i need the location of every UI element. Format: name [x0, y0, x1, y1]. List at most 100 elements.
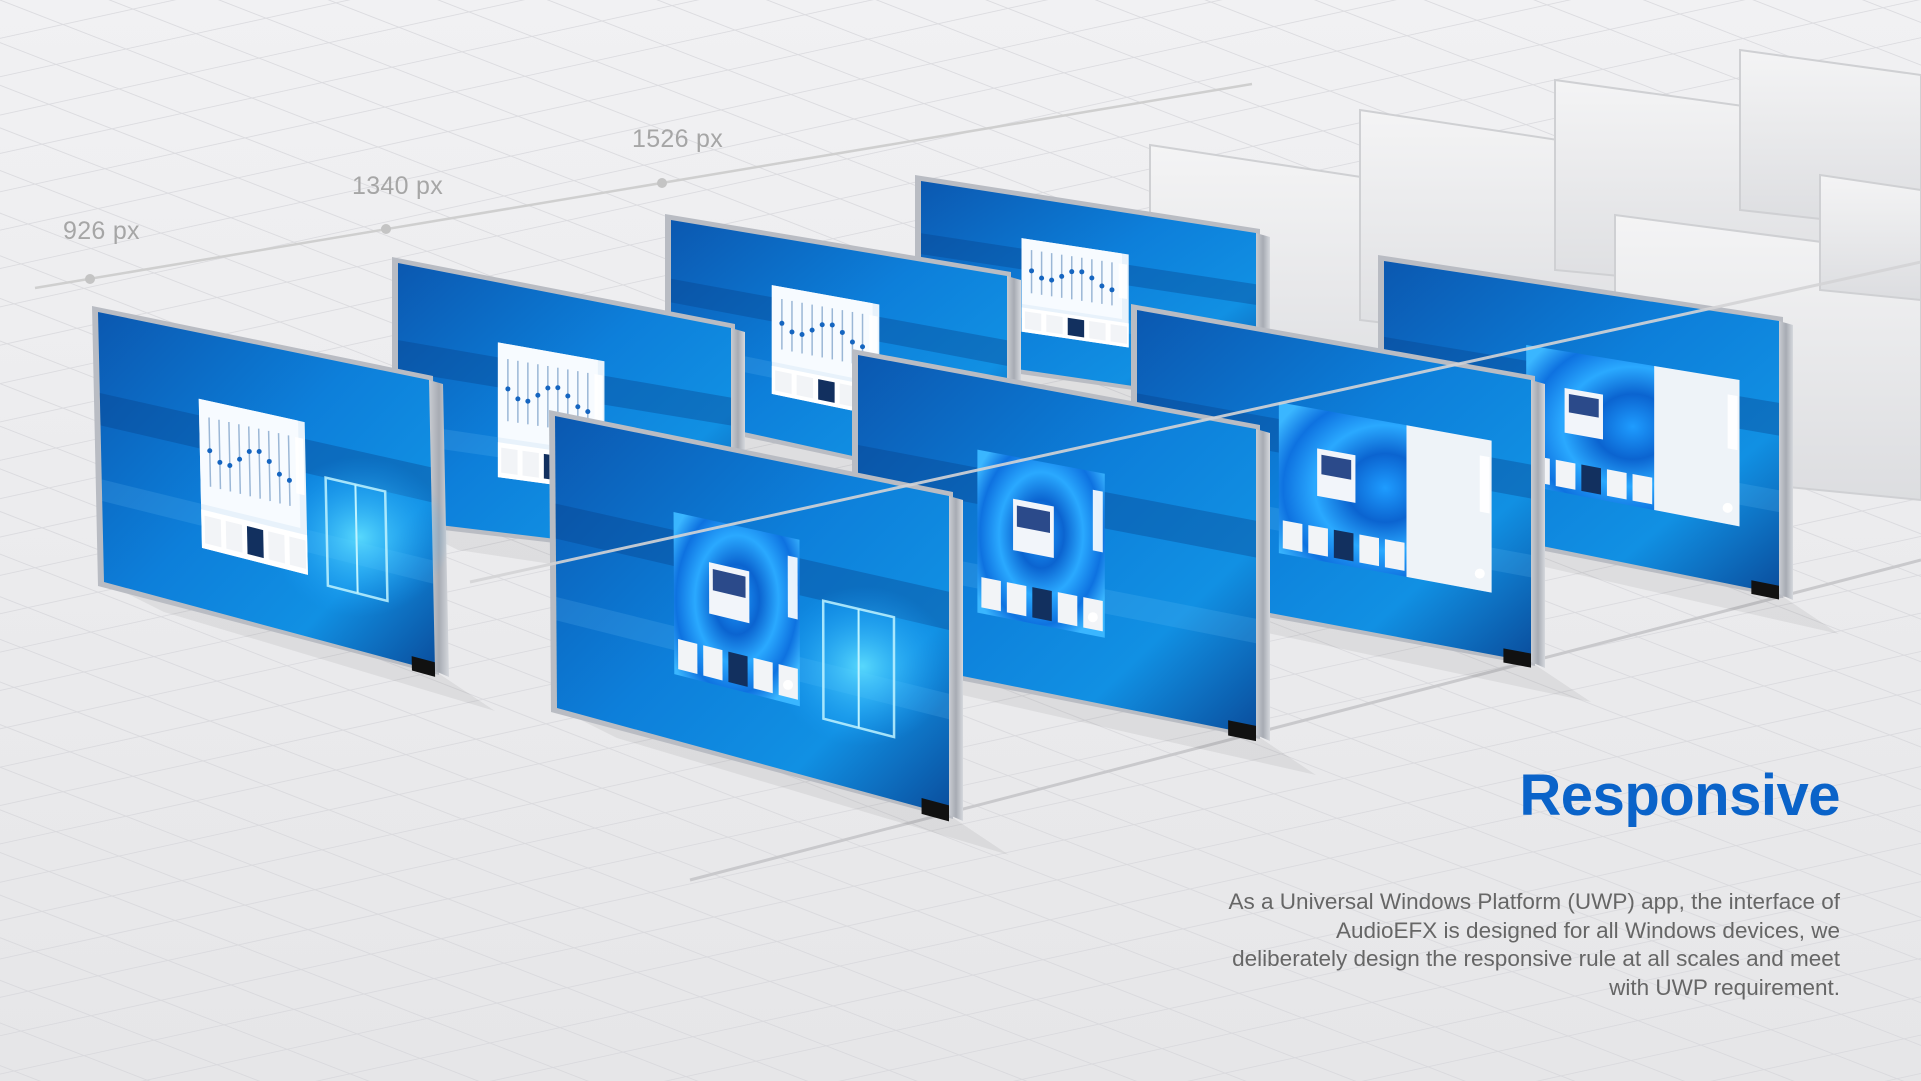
eq-slider-knob — [505, 386, 511, 392]
windows-logo-icon — [354, 484, 359, 594]
screen-edge — [1256, 429, 1270, 741]
app-toolbar-button — [1333, 529, 1354, 562]
eq-slider — [228, 421, 232, 492]
eq-slider-knob — [779, 320, 785, 326]
app-toolbar-button — [1067, 317, 1085, 338]
eq-slider-knob — [276, 471, 282, 477]
app-toolbar-button — [1308, 525, 1328, 557]
eq-slider-knob — [839, 329, 845, 335]
lenovo-logo — [1118, 263, 1128, 300]
lenovo-logo — [295, 436, 305, 496]
laptop-screen-icon — [1568, 394, 1599, 418]
app-toolbar-button — [796, 374, 814, 399]
screen-foot — [1751, 580, 1779, 600]
eq-slider-knob — [227, 462, 233, 468]
screen-edge — [1779, 321, 1793, 600]
lenovo-logo — [1727, 394, 1738, 451]
laptop-screen-icon — [1321, 454, 1352, 480]
floor-divider-line — [689, 558, 1921, 882]
screen-foot — [921, 797, 949, 822]
eq-slider-knob — [829, 322, 835, 328]
scale-marker-926 — [85, 274, 95, 284]
screen-shadow — [104, 582, 495, 711]
app-toolbar-button — [678, 639, 698, 675]
scale-axis-line — [34, 82, 1253, 290]
eq-slider-knob — [1059, 273, 1065, 279]
device-info-panel — [1654, 366, 1740, 527]
eq-slider-knob — [545, 385, 551, 391]
laptop-screen-icon — [712, 569, 746, 598]
app-toolbar-button — [1046, 314, 1063, 335]
eq-slider-knob — [819, 322, 825, 328]
app-toolbar-button — [289, 536, 307, 569]
eq-slider-knob — [525, 398, 531, 404]
power-icon — [1474, 568, 1485, 579]
heading-responsive: Responsive — [1519, 763, 1840, 828]
eq-slider — [267, 430, 271, 502]
screen-shadow — [557, 708, 1009, 855]
perspective-guide-line — [469, 260, 1921, 584]
app-toolbar-button — [225, 520, 243, 553]
app-toolbar-button — [1110, 324, 1128, 344]
app-toolbar-button — [1006, 582, 1027, 617]
scale-label-1340: 1340 px — [352, 172, 444, 200]
power-icon — [1087, 612, 1098, 623]
eq-slider-knob — [789, 329, 795, 335]
screen-foot — [1228, 720, 1256, 742]
eq-slider-knob — [266, 458, 272, 464]
app-toolbar-button — [268, 531, 285, 564]
eq-slider-knob — [286, 477, 292, 483]
description-text: As a Universal Windows Platform (UWP) ap… — [1228, 889, 1840, 1000]
eq-slider — [248, 426, 251, 497]
scale-marker-1340 — [381, 224, 391, 234]
eq-slider-knob — [809, 327, 815, 333]
screen-edge — [949, 496, 963, 821]
eq-slider-knob — [1079, 269, 1085, 275]
lenovo-logo — [1479, 455, 1490, 514]
eq-slider-knob — [555, 385, 561, 391]
eq-slider — [277, 433, 281, 504]
screen-926-left — [92, 306, 495, 711]
eq-slider — [218, 419, 222, 490]
eq-slider-knob — [1069, 269, 1075, 275]
windows-glow — [772, 586, 953, 747]
scale-marker-1526 — [657, 178, 667, 188]
scale-axis — [34, 82, 1253, 290]
eq-slider-knob — [575, 404, 581, 410]
app-toolbar-button — [1057, 592, 1078, 627]
windows-logo-icon — [324, 476, 389, 603]
app-toolbar-button — [1089, 320, 1106, 341]
eq-slider-knob — [237, 456, 243, 462]
scale-label-926: 926 px — [63, 217, 140, 245]
eq-slider-knob — [1049, 277, 1055, 283]
eq-slider-knob — [565, 393, 571, 399]
eq-slider-knob — [849, 339, 855, 345]
eq-slider-knob — [515, 396, 521, 402]
eq-slider-knob — [256, 449, 262, 455]
app-toolbar-button — [1282, 520, 1303, 552]
eq-slider-knob — [1099, 283, 1105, 289]
eq-slider-knob — [1039, 275, 1045, 281]
app-toolbar-button — [1359, 534, 1379, 567]
screen-shadow — [858, 655, 1316, 775]
device-info-panel — [1406, 425, 1492, 593]
app-toolbar-button — [1581, 464, 1602, 495]
app-toolbar-button — [753, 657, 773, 694]
app-toolbar-button — [728, 651, 748, 687]
windows-glow — [269, 456, 450, 617]
scale-label-1526: 1526 px — [632, 125, 724, 153]
app-toolbar-button — [981, 577, 1001, 612]
app-toolbar-button — [1632, 474, 1653, 505]
app-toolbar-button — [246, 526, 264, 559]
eq-slider-knob — [535, 392, 541, 398]
app-toolbar-button — [703, 645, 723, 681]
lenovo-logo — [869, 315, 878, 358]
app-toolbar-button — [522, 450, 539, 478]
eq-slider-knob — [217, 459, 223, 465]
power-icon — [1722, 502, 1733, 513]
eq-slider — [287, 435, 291, 506]
eq-slider-knob — [1089, 275, 1095, 281]
app-toolbar-button — [1032, 587, 1052, 622]
app-toolbar-button — [1555, 459, 1576, 490]
app-toolbar-button — [204, 515, 222, 548]
